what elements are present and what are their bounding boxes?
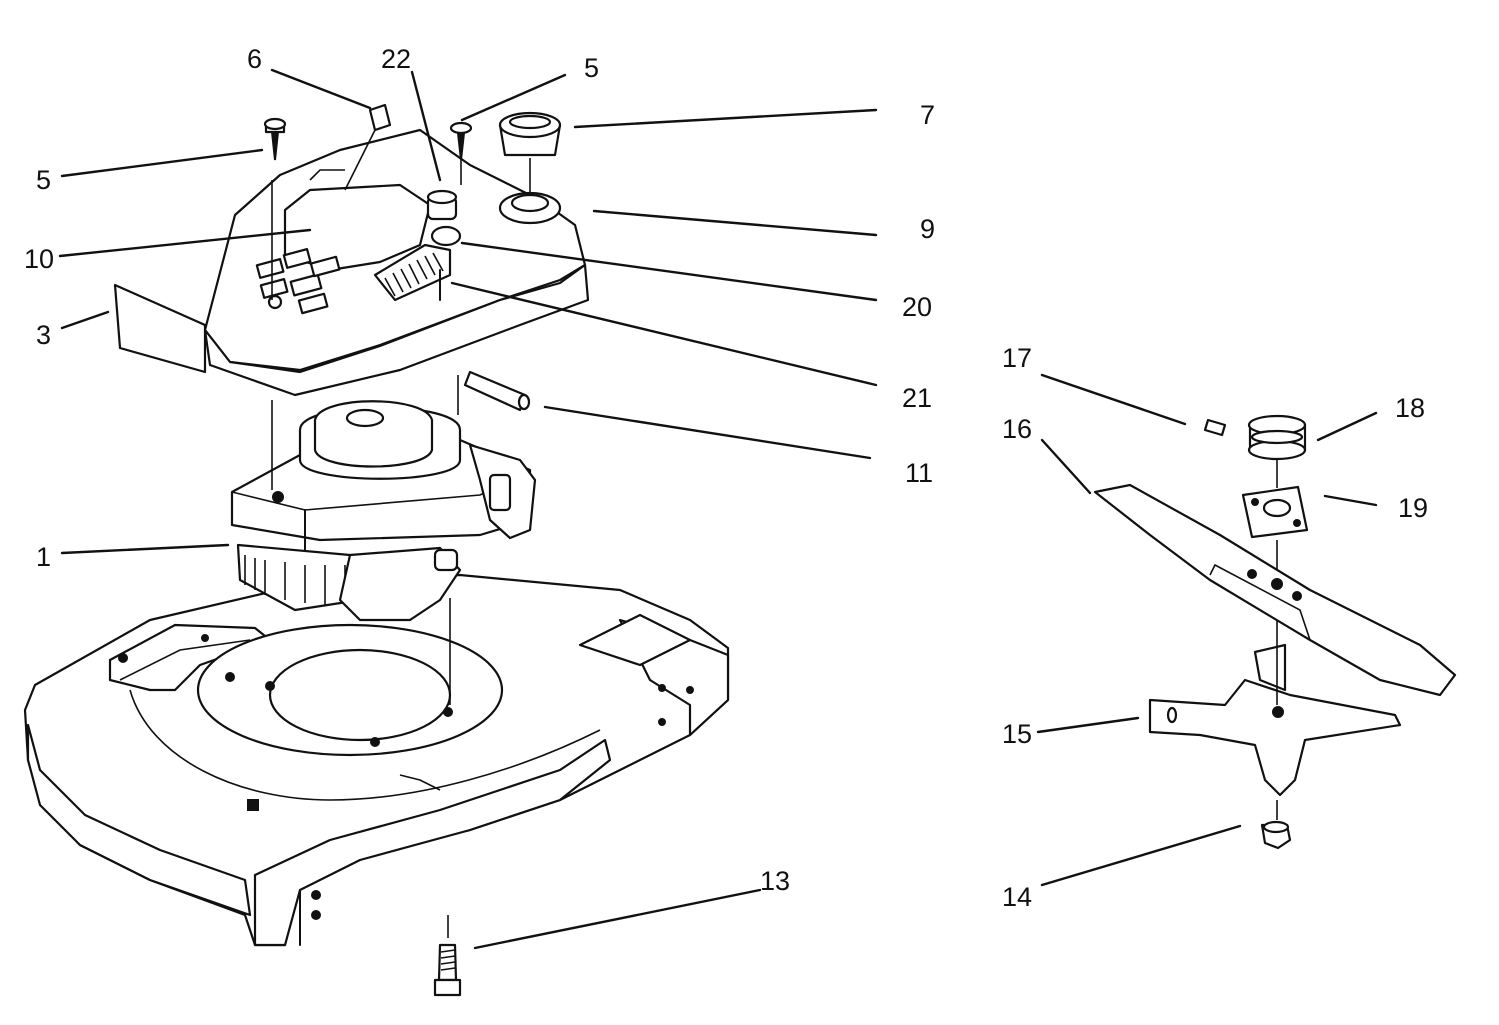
callout-17: 17: [1002, 343, 1032, 373]
callout-1: 1: [36, 542, 51, 572]
leader-lines: [58, 68, 1378, 950]
callout-14: 14: [1002, 882, 1032, 912]
callout-22: 22: [381, 44, 411, 74]
callout-10: 10: [24, 244, 54, 274]
mower-deck: [23, 573, 730, 947]
callout-3: 3: [36, 320, 51, 350]
engine-shroud: [203, 128, 590, 397]
callout-labels: 6 22 5 7 5 10 9 20 3 21 17 18 16 11 19 1…: [24, 44, 1428, 912]
callout-21: 21: [902, 383, 932, 413]
alignment-lines: [271, 129, 1278, 938]
small-parts: [113, 103, 562, 997]
callout-5-top: 5: [584, 53, 599, 83]
callout-11: 11: [905, 458, 933, 488]
callout-20: 20: [902, 292, 932, 322]
callout-19: 19: [1398, 493, 1428, 523]
callout-7: 7: [920, 100, 935, 130]
callout-9: 9: [920, 214, 935, 244]
engine: [230, 400, 537, 622]
blade-assembly: [1093, 414, 1457, 850]
callout-6: 6: [247, 44, 262, 74]
callout-15: 15: [1002, 719, 1032, 749]
callout-16: 16: [1002, 414, 1032, 444]
callout-18: 18: [1395, 393, 1425, 423]
callout-13: 13: [760, 866, 790, 896]
callout-5-left: 5: [36, 165, 51, 195]
